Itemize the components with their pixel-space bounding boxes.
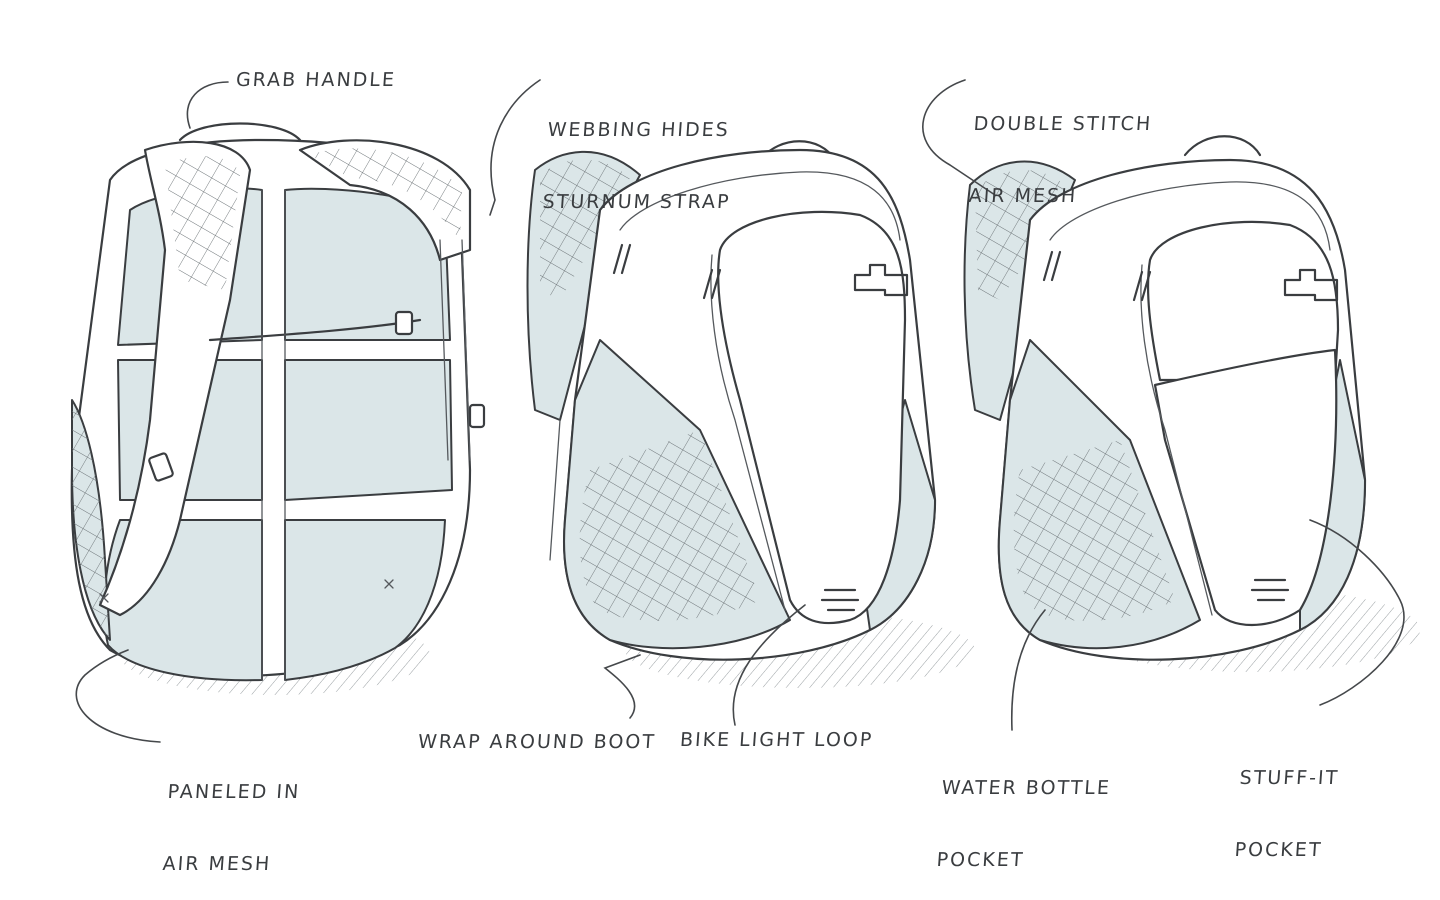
buckle-icon	[148, 452, 174, 482]
grab-handle	[178, 122, 302, 142]
label-bike-light-loop: BIKE LIGHT LOOP	[679, 729, 875, 751]
label-water-bottle-pocket: WATER BOTTLE POCKET	[934, 728, 1115, 896]
center-channel	[261, 189, 286, 681]
label-water-bottle-line1: WATER BOTTLE	[940, 777, 1112, 799]
label-water-bottle-line2: POCKET	[935, 849, 1026, 871]
label-paneled-line1: PANELED IN	[166, 781, 301, 803]
front-panel	[717, 210, 907, 625]
label-paneled-air-mesh: PANELED IN AIR MESH	[160, 732, 304, 900]
backpack-front-view	[526, 140, 937, 661]
backpack-back-view	[70, 122, 486, 682]
label-grab-handle: GRAB HANDLE	[235, 69, 397, 91]
strap-webbing-right	[439, 239, 471, 461]
sketch-sheet: GRAB HANDLE WEBBING HIDES STURNUM STRAP …	[70, 64, 1420, 875]
logo-mark-icon	[1283, 268, 1339, 302]
zipper-pull-icon	[1042, 250, 1062, 282]
leader-wrap-around	[603, 654, 641, 719]
label-webbing-line2: STURNUM STRAP	[541, 191, 732, 213]
label-webbing-line1: WEBBING HIDES	[546, 119, 731, 141]
leader-water-bottle	[1010, 609, 1046, 731]
grab-handle-third	[1183, 135, 1262, 157]
backpack-sketches	[70, 79, 1420, 743]
bike-light-loop	[820, 588, 860, 612]
leader-webbing	[489, 79, 541, 216]
top-zipper-line	[619, 171, 901, 241]
leader-bike-light	[732, 604, 806, 726]
label-double-stitch: DOUBLE STITCH AIR MESH	[966, 64, 1156, 232]
label-webbing-hides: WEBBING HIDES STURNUM STRAP	[540, 70, 740, 238]
label-wrap-around-boot: WRAP AROUND BOOT	[417, 731, 657, 753]
buckle-icon	[468, 403, 486, 429]
stuff-it-pocket	[1153, 348, 1338, 626]
leader-paneled	[75, 649, 161, 743]
side-mesh-pocket	[579, 430, 760, 621]
upper-front-panel	[1146, 220, 1340, 382]
zipper-pull-icon	[702, 268, 722, 300]
leader-stuff-it	[1309, 519, 1405, 706]
label-double-stitch-line2: AIR MESH	[967, 185, 1079, 207]
logo-mark-icon	[853, 263, 909, 297]
buckle-icon	[394, 310, 414, 336]
label-paneled-line2: AIR MESH	[161, 853, 273, 875]
leader-grab-handle	[186, 81, 229, 129]
label-double-stitch-line1: DOUBLE STITCH	[972, 113, 1153, 135]
zipper-pull-icon	[612, 243, 632, 275]
water-bottle-pocket	[1013, 440, 1175, 621]
label-stuff-it-pocket: STUFF-IT POCKET	[1232, 718, 1343, 886]
label-stuff-it-line2: POCKET	[1233, 839, 1324, 861]
label-stuff-it-line1: STUFF-IT	[1238, 767, 1340, 789]
backpack-stuff-view	[963, 135, 1367, 661]
mesh-panel-mid-right	[284, 359, 453, 501]
leader-double-stitch	[922, 79, 996, 196]
zipper-pull-icon	[1132, 270, 1152, 302]
mesh-panel-lower-right	[284, 519, 446, 681]
bike-light-loop-third	[1250, 578, 1290, 602]
callout-leaders	[75, 79, 1405, 743]
